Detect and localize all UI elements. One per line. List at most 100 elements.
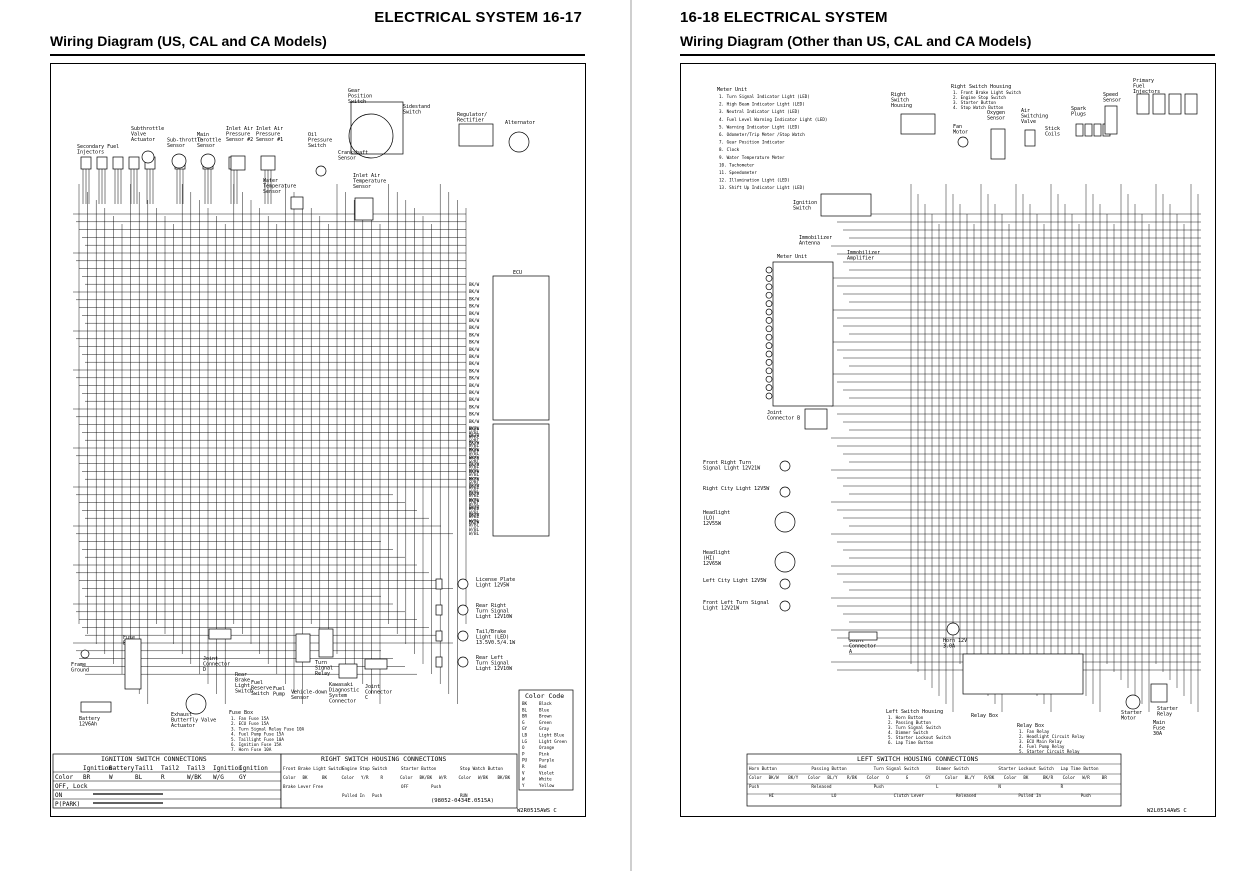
ignition-cell: BL — [135, 774, 143, 781]
color-code-name: Brown — [539, 714, 552, 719]
meter-unit-item: 13. Shift Up Indicator Light (LED) — [719, 185, 805, 190]
right-switch-color: BK/BK — [420, 775, 433, 780]
ignition-cell: OFF, Lock — [55, 783, 88, 790]
label-rear-brake-switch-line: Switch — [235, 689, 253, 695]
label-right-city-light: Right City Light 12V5W — [703, 486, 770, 492]
label-oxygen-sensor-line: Sensor — [987, 116, 1005, 122]
meter-terminal — [765, 392, 773, 400]
ecu-pin-label: BK/W — [469, 455, 480, 460]
left-switch-color: G — [906, 775, 909, 780]
label-primary-fuel-injectors-line: Injectors — [1133, 89, 1160, 95]
right-switch-item: 3. Starter Button — [953, 100, 996, 105]
ignition-cell: W/BK — [187, 774, 202, 781]
label-kds-connector-line: Diagnostic — [329, 688, 359, 694]
label-fuel-reserve-switch-line: Fuel — [251, 680, 263, 686]
alternator-symbol — [508, 131, 530, 153]
left-switch-color: R/BK — [984, 775, 995, 780]
meter-unit-title: Meter Unit — [717, 87, 747, 93]
label-main-fuse-line: Main — [1153, 720, 1165, 726]
ignition-cell: P(PARK) — [55, 801, 80, 808]
label-fan-motor-line: Motor — [953, 130, 968, 136]
meter-terminal — [765, 333, 773, 341]
label-stick-coils-line: Coils — [1045, 132, 1060, 138]
ignition-col-header: Tail2 — [161, 765, 179, 772]
label-exhaust-butterfly-line: Butterfly Valve — [171, 718, 216, 724]
front-light-bulb — [774, 511, 796, 533]
left-switch-table-title: LEFT SWITCH HOUSING CONNECTIONS — [857, 755, 978, 763]
ecu-pin-label: W/BL — [469, 514, 480, 519]
left-switch-color: Color — [945, 775, 958, 780]
color-code-abbr: BL — [522, 707, 528, 712]
main-throttle-sensor-symbol — [200, 153, 216, 169]
label-headlight-hi-line: Headlight — [703, 550, 730, 556]
right-page: 16-18 ELECTRICAL SYSTEM Wiring Diagram (… — [630, 0, 1255, 871]
label-secondary-fuel-injectors-line: Secondary Fuel — [77, 144, 119, 150]
color-code-table — [518, 689, 574, 791]
label-joint-connector-b-line: Joint — [767, 410, 782, 416]
right-switch-color: Color — [342, 775, 355, 780]
right-switch-state: Push — [372, 793, 383, 798]
left-switch-state: Push — [1081, 793, 1092, 798]
label-starter-motor-line: Motor — [1121, 716, 1136, 722]
label-inlet-air-pressure-2-line: Sensor #2 — [226, 137, 253, 143]
color-code-abbr: GY — [522, 726, 528, 731]
meter-terminal — [765, 375, 773, 383]
meter-terminal — [765, 359, 773, 366]
ecu-pin-label: BK/W — [469, 448, 480, 453]
subthrottle-sensor-symbol — [171, 153, 187, 169]
fuse-entry: 2. ECU Fuse 15A — [231, 721, 269, 726]
meter-unit-item: 9. Water Temperature Meter — [719, 155, 785, 160]
left-switch-state: Pulled In — [1018, 793, 1041, 798]
label-fuel-reserve-switch-line: Switch — [251, 691, 269, 697]
label-rear-right-turn-line: Light 12V10W — [476, 614, 513, 620]
label-subthrottle-valve-actuator-line: Subthrottle — [131, 126, 164, 132]
ecu-pin-label: W/BL — [469, 451, 480, 456]
air-switching-valve-symbol — [1024, 129, 1036, 147]
label-immobilizer-amplifier-line: Amplifier — [847, 256, 874, 262]
left-switch-item: 4. Dimmer Switch — [888, 730, 929, 735]
label-rear-right-turn-line: Turn Signal — [476, 609, 509, 615]
left-switch-color: Color — [1004, 775, 1017, 780]
label-rear-brake-switch-line: Rear — [235, 672, 247, 678]
ecu-pin-label: BK/W — [469, 498, 480, 503]
label-starter-relay-line: Starter — [1157, 706, 1178, 712]
label-rear-left-turn-line: Rear Left — [476, 655, 503, 661]
fan-motor-symbol — [957, 136, 969, 148]
color-code-abbr: G — [522, 720, 525, 725]
label-joint-connector-a-line: Joint — [849, 638, 864, 644]
ecu-pin-label: BK/W — [469, 296, 480, 301]
label-fuel-pump-line: Fuel — [273, 686, 285, 692]
label-rear-left-turn-line: Turn Signal — [476, 661, 509, 667]
vehicle-down-sensor-symbol — [295, 633, 311, 663]
meter-unit-item: 4. Fuel Level Warning Indicator Light (L… — [719, 117, 827, 122]
left-switch-state: LO — [831, 793, 837, 798]
left-switch-color: BK/W — [769, 775, 780, 780]
label-immobilizer-amplifier-line: Immobilizer — [847, 250, 880, 256]
ecu-pin-label: BK/W — [469, 433, 480, 438]
fuse-entry: 3. Turn Signal Relay Fuse 10A — [231, 726, 305, 731]
oil-pressure-switch-symbol — [315, 165, 327, 177]
label-joint-connector-a-line: Connector — [849, 644, 876, 650]
ecu-pin-label: W/BL — [469, 510, 480, 515]
label-meter-unit-line: Meter Unit — [777, 254, 807, 260]
meter-unit-symbol — [772, 261, 834, 407]
label-rear-brake-switch-line: Light — [235, 683, 250, 689]
sensor-connector — [128, 156, 140, 170]
right-switch-state: OFF — [401, 784, 409, 789]
label-horn-line: Horn 12V — [943, 638, 967, 644]
label-right-switch-housing-line: Housing — [891, 103, 912, 109]
label-oil-pressure-switch-line: Pressure — [308, 138, 332, 144]
ecu-pin-label: W/BL — [469, 489, 480, 494]
ecu-pin-label: W/BL — [469, 447, 480, 452]
